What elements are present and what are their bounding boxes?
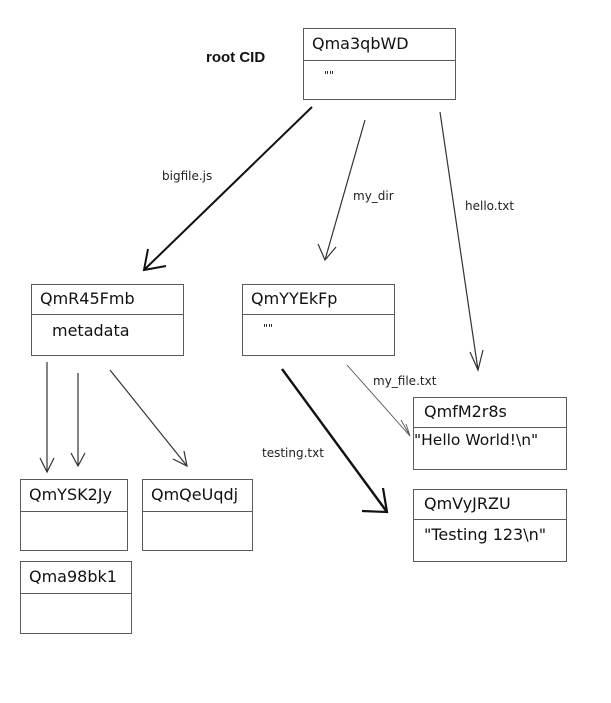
arrowhead-mydir [317,243,337,262]
edge-mydir-to-testing [281,368,388,513]
node-testing-cid: QmVyJRZU [414,490,566,520]
node-bigfile-cid: QmR45Fmb [32,285,183,315]
node-chunk3: Qma98bk1 [20,561,132,634]
node-chunk2: QmQeUqdj [142,479,253,551]
node-testing: QmVyJRZU "Testing 123\n" [413,489,567,562]
edge-bigfile-to-chunk2 [109,369,188,467]
node-chunk1-content [21,512,127,550]
arrowhead-chunk1-b [70,452,86,468]
node-bigfile-content: metadata [52,321,130,340]
node-mydir-content: "" [263,322,274,335]
arrowhead-chunk2 [172,450,188,468]
node-chunk1-cid: QmYSK2Jy [21,480,127,512]
arrowhead-hello [469,349,484,372]
arrowhead-testing [361,487,389,514]
root-cid-label: root CID [206,49,266,66]
node-myfile-content: "Hello World!\n" [414,431,539,449]
node-mydir-cid: QmYYEkFp [243,285,394,315]
node-chunk1: QmYSK2Jy [20,479,128,551]
node-chunk3-content [21,594,131,633]
node-root-content: "" [324,69,335,82]
edge-label-myfile: my_file.txt [373,374,437,388]
node-myfile-cid: QmfM2r8s [414,398,566,428]
edge-root-to-mydir [324,119,366,261]
edge-root-to-bigfile [143,106,313,271]
edge-label-hello: hello.txt [465,199,515,213]
node-testing-content: "Testing 123\n" [424,525,547,544]
edge-root-to-hello [439,111,479,371]
node-myfile: QmfM2r8s "Hello World!\n" [413,397,567,470]
arrowhead-chunk1-a [39,457,55,474]
node-chunk2-cid: QmQeUqdj [143,480,252,512]
arrowhead-bigfile [142,248,167,272]
edge-label-testing: testing.txt [262,446,324,460]
node-root: Qma3qbWD "" [303,28,456,100]
arrowhead-myfile [400,419,411,437]
node-chunk3-cid: Qma98bk1 [21,562,131,594]
edge-label-bigfile: bigfile.js [162,169,213,183]
node-root-cid: Qma3qbWD [304,29,455,61]
node-bigfile: QmR45Fmb metadata [31,284,184,356]
node-mydir: QmYYEkFp "" [242,284,395,356]
edge-label-mydir: my_dir [353,189,394,203]
edge-mydir-to-myfile [346,364,411,437]
node-chunk2-content [143,512,252,550]
